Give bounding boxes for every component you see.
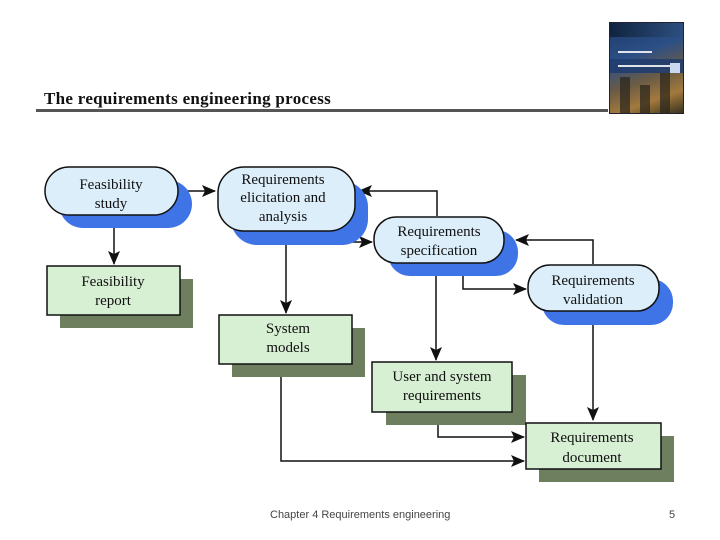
slide-footer: Chapter 4 Requirements engineering	[270, 509, 451, 521]
process-requirements-elicitation: Requirements elicitation and analysis	[217, 166, 368, 245]
process-label-line: Requirements	[241, 172, 324, 188]
process-label-line: elicitation and	[240, 190, 326, 206]
document-shape	[371, 361, 513, 413]
process-shape	[44, 166, 179, 216]
process-label-line: Feasibility	[79, 177, 143, 193]
book-cover-top-strip	[610, 23, 683, 37]
document-requirements-document: Requirements document	[525, 422, 674, 482]
document-feasibility-report: Feasibility report	[46, 265, 193, 328]
page-number: 5	[669, 509, 676, 521]
process-feasibility-study: Feasibility study	[44, 166, 192, 228]
book-cover-line	[618, 65, 670, 67]
process-requirements-specification: Requirements specification	[373, 216, 518, 276]
book-cover-edition-mark	[670, 63, 680, 73]
process-label-line: Requirements	[397, 224, 480, 240]
document-shape	[46, 265, 181, 316]
document-label-line: models	[266, 340, 309, 356]
process-label-line: Requirements	[551, 273, 634, 289]
page-title: The requirements engineering process	[44, 89, 332, 108]
book-cover-tower	[660, 73, 670, 113]
document-shape	[218, 314, 353, 365]
process-shape	[373, 216, 505, 264]
book-cover-line	[618, 51, 652, 53]
document-label-line: requirements	[403, 388, 481, 404]
process-requirements-validation: Requirements validation	[527, 264, 673, 325]
process-label-line: specification	[401, 243, 478, 259]
document-label-line: Requirements	[550, 430, 633, 446]
document-label-line: document	[562, 450, 622, 466]
process-label-line: analysis	[259, 209, 307, 225]
book-cover-tower	[620, 77, 630, 113]
document-label-line: Feasibility	[81, 274, 145, 290]
process-label-line: validation	[563, 292, 623, 308]
arrow-validation-to-specification	[515, 234, 594, 264]
arrow-specification-to-elicitation	[358, 185, 438, 216]
title-divider	[36, 109, 608, 112]
arrow-models-to-document	[280, 364, 525, 467]
document-label-line: report	[95, 293, 132, 309]
document-user-system-requirements: User and system requirements	[371, 361, 526, 425]
document-shape	[525, 422, 662, 470]
document-system-models: System models	[218, 314, 365, 377]
document-label-line: User and system	[392, 369, 491, 385]
document-label-line: System	[266, 321, 311, 337]
book-cover-tower	[640, 85, 650, 113]
process-shape	[217, 166, 356, 232]
book-cover-image	[610, 23, 683, 113]
process-shape	[527, 264, 660, 312]
process-label-line: study	[95, 196, 128, 212]
